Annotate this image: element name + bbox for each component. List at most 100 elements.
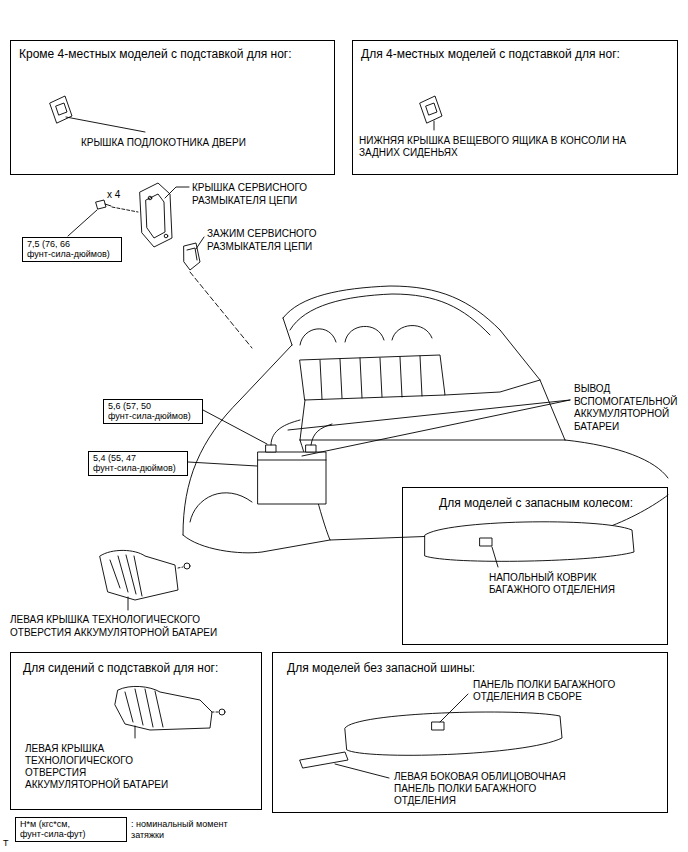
leader-line — [302, 400, 570, 456]
panel-heading: Для сидений с подставкой для ног: — [23, 661, 218, 675]
vehicle-pillar — [283, 318, 292, 345]
service-plug-cover — [140, 183, 172, 247]
seat-back — [345, 326, 384, 342]
battery-terminal — [306, 445, 316, 452]
bolt — [96, 200, 106, 209]
back-door-open — [283, 286, 500, 330]
part-name: ЛЕВАЯ КРЫШКА ТЕХНОЛОГИЧЕСКОГО ОТВЕРСТИЯ … — [25, 743, 180, 791]
service-hole-cover — [115, 686, 212, 730]
text-run: (57, — [123, 401, 139, 411]
vehicle-body — [183, 345, 292, 535]
leader-line — [196, 237, 204, 249]
part-hatching — [110, 555, 142, 596]
part-hatching — [125, 689, 163, 727]
dashed-line — [178, 567, 183, 568]
figure-code: T — [3, 838, 9, 849]
leader-line — [335, 764, 389, 778]
text-run: фунт-сила-дюймов) — [93, 463, 176, 473]
part-name: ЛЕВАЯ КРЫШКА ТЕХНОЛОГИЧЕСКОГО ОТВЕРСТИЯ … — [10, 614, 260, 639]
part-name: КРЫШКА ПОДЛОКОТНИКА ДВЕРИ — [81, 137, 246, 149]
torque-legend-key: Н*м (кгс*см, фунт-сила-фут) — [15, 817, 127, 842]
leader-line — [66, 117, 145, 132]
screw — [219, 709, 225, 715]
part-name: НИЖНЯЯ КРЫШКА ВЕЩЕВОГО ЯЩИКА В КОНСОЛИ Н… — [359, 135, 629, 159]
panel-heading: Для моделей без запасной шины: — [287, 661, 475, 675]
text-run: фунт-сила-дюймов) — [27, 249, 110, 259]
panel-heading: Для моделей с запасным колесом: — [439, 496, 633, 510]
dashed-line — [112, 207, 138, 212]
bolt-hole — [148, 196, 152, 200]
text-run: 5,4 — [93, 453, 106, 463]
text-run: 5,6 — [108, 401, 121, 411]
part-detail — [56, 103, 67, 115]
leader-line — [492, 547, 498, 567]
panel-heading: Кроме 4-местных моделей с подставкой для… — [19, 47, 292, 61]
deck-handle — [432, 722, 444, 730]
armrest-cover-part — [50, 96, 72, 123]
text-run: (55, — [108, 453, 124, 463]
text-run: 66 — [60, 239, 70, 249]
trunk-opening — [500, 330, 565, 440]
condition-panel: Для 4-местных моделей с подставкой для н… — [352, 40, 678, 175]
battery-cable — [271, 420, 300, 445]
mat-handle — [480, 538, 492, 546]
torque-spec: 5,4 (55, 47 фунт-сила-дюймов) — [88, 451, 188, 476]
condition-panel: Для моделей с запасным колесом: НАПОЛЬНЫЙ… — [402, 487, 668, 645]
unit-note: Н*м (кгс*см, фунт-сила-фут) — [20, 819, 122, 840]
leader-line — [165, 187, 189, 198]
auxiliary-battery — [258, 452, 326, 504]
legend-text: : номинальный момент затяжки — [131, 819, 231, 842]
bolt-shank — [105, 204, 111, 206]
leader-line — [135, 726, 136, 738]
battery-ribs — [320, 356, 422, 399]
leader-line — [203, 410, 267, 444]
part-detail — [187, 248, 197, 260]
text-run: (76, — [42, 239, 58, 249]
condition-panel: Для моделей без запасной шины: ПАНЕЛЬ ПОЛ… — [272, 652, 668, 813]
deck-board — [345, 712, 562, 755]
part-name: ЛЕВАЯ БОКОВАЯ ОБЛИЦОВОЧНАЯ ПАНЕЛЬ ПОЛКИ … — [394, 771, 599, 807]
torque-value: 5,4 (55, 47 фунт-сила-дюймов) — [93, 453, 183, 474]
floor-mat — [425, 522, 634, 562]
text-run: (кгс*см, — [39, 819, 70, 829]
vehicle-body — [565, 440, 668, 478]
leader-line — [288, 400, 570, 430]
leader-line — [440, 694, 468, 722]
text-run: 7,5 — [27, 239, 40, 249]
quantity-note: x 4 — [107, 189, 120, 202]
leader-line — [434, 121, 435, 130]
condition-panel: Кроме 4-местных моделей с подставкой для… — [10, 40, 335, 175]
panel-heading: Для 4-местных моделей с подставкой для н… — [361, 47, 620, 61]
leader-line — [128, 597, 129, 610]
part-detail — [146, 194, 165, 238]
battery-top — [258, 460, 326, 461]
torque-value: 5,6 (57, 50 фунт-сила-дюймов) — [108, 401, 198, 422]
text-run: Н*м — [20, 819, 36, 829]
wheel-arch — [190, 493, 252, 522]
leader-line — [68, 210, 97, 236]
text-run: фунт-сила-дюймов) — [108, 411, 191, 421]
part-name: ЗАЖИМ СЕРВИСНОГО РАЗМЫКАТЕЛЯ ЦЕПИ — [207, 228, 352, 253]
bolt-hole — [164, 234, 168, 238]
trunk-floor-edge — [300, 440, 565, 441]
torque-value: 7,5 (76, 66 фунт-сила-дюймов) — [27, 239, 117, 260]
console-cover-part — [420, 96, 442, 123]
hybrid-battery — [300, 355, 445, 400]
part-name: КРЫШКА СЕРВИСНОГО РАЗМЫКАТЕЛЯ ЦЕПИ — [192, 182, 332, 207]
text-run: фунт-сила-фут) — [20, 829, 86, 839]
screw — [184, 563, 190, 569]
torque-spec: 5,6 (57, 50 фунт-сила-дюймов) — [103, 399, 203, 424]
seat-back — [392, 325, 432, 340]
service-hole-cover — [100, 550, 178, 600]
part-detail — [426, 103, 437, 115]
text-run: 50 — [141, 401, 151, 411]
leader-line — [188, 462, 257, 466]
dashed-line — [190, 272, 252, 348]
part-name: ПАНЕЛЬ ПОЛКИ БАГАЖНОГО ОТДЕЛЕНИЯ В СБОРЕ — [473, 679, 661, 703]
part-name: НАПОЛЬНЫЙ КОВРИК БАГАЖНОГО ОТДЕЛЕНИЯ — [489, 572, 639, 596]
part-name: ВЫВОД ВСПОМОГАТЕЛЬНОЙ АККУМУЛЯТОРНОЙ БАТ… — [574, 383, 682, 433]
vehicle-body — [183, 535, 330, 553]
seat-back — [300, 329, 336, 345]
battery-terminal — [266, 445, 276, 452]
